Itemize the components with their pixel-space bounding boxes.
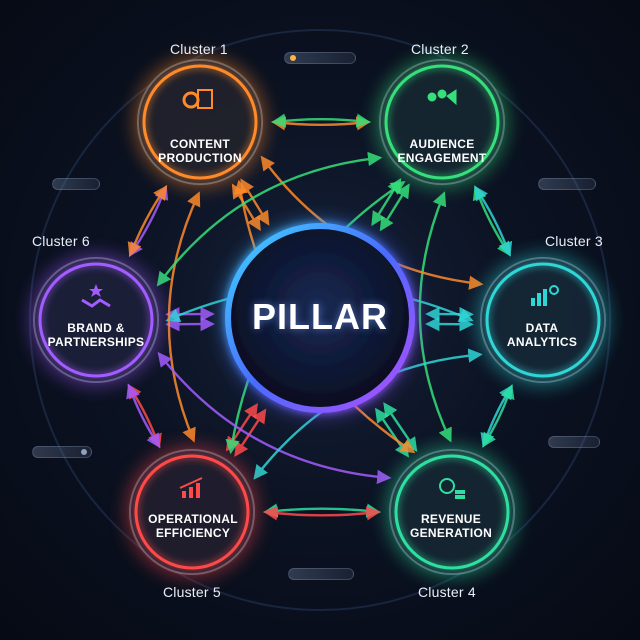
cluster-2-title-line1: AUDIENCE — [409, 137, 475, 151]
decorative-pill — [288, 568, 354, 580]
decorative-pill — [52, 178, 100, 190]
cluster-1-title: CONTENT PRODUCTION — [140, 137, 260, 165]
cluster-4-title-line2: GENERATION — [409, 526, 493, 540]
cluster-2-node — [374, 54, 510, 190]
cluster-5-title-line2: EFFICIENCY — [155, 526, 231, 540]
cluster-4-title: REVENUE GENERATION — [391, 512, 511, 540]
node-disc — [389, 449, 515, 575]
cluster-6-title: BRAND & PARTNERSHIPS — [36, 321, 156, 349]
cluster-1-label: Cluster 1 — [170, 41, 228, 57]
node-ring — [142, 64, 258, 180]
cluster-6-node — [28, 252, 164, 388]
cluster-3-label: Cluster 3 — [545, 233, 603, 249]
node-disc — [129, 449, 255, 575]
node-disc — [33, 257, 159, 383]
node-ring — [485, 262, 601, 378]
pillar-circle — [225, 223, 415, 413]
cluster-6-title-line2: PARTNERSHIPS — [47, 335, 145, 349]
bar-chart-lightbulb-icon — [531, 285, 559, 306]
node-ring — [384, 64, 500, 180]
cluster-3-title: DATA ANALYTICS — [482, 321, 602, 349]
node-ring — [38, 262, 154, 378]
neighbour-arrow — [126, 383, 161, 449]
cluster-4-node — [384, 444, 520, 580]
node-disc — [379, 59, 505, 185]
decorative-pill — [284, 52, 356, 64]
decorative-pill — [538, 178, 596, 190]
node-disc — [137, 59, 263, 185]
cluster-6-title-line1: BRAND & — [67, 321, 125, 335]
cluster-5-node — [124, 444, 260, 580]
cluster-4-label: Cluster 4 — [418, 584, 476, 600]
node-ring — [134, 454, 250, 570]
cluster-1-title-line2: PRODUCTION — [158, 151, 242, 165]
cluster-2-label: Cluster 2 — [411, 41, 469, 57]
cross-arrow — [156, 151, 383, 287]
cluster-1-node — [132, 54, 268, 190]
neighbour-arrow — [271, 116, 371, 131]
cluster-2-title-line2: ENGAGEMENT — [397, 151, 487, 165]
neighbour-arrow — [482, 384, 515, 448]
handshake-star-icon — [81, 284, 111, 308]
people-megaphone-icon — [427, 89, 457, 106]
cluster-5-label: Cluster 5 — [163, 584, 221, 600]
cluster-5-title: OPERATIONAL EFFICIENCY — [133, 512, 253, 540]
connector-arrows — [126, 113, 515, 521]
pillar-label: PILLAR — [252, 296, 388, 337]
neighbour-arrow — [263, 503, 381, 518]
neighbour-arrow — [263, 506, 381, 521]
decorative-pill — [32, 446, 92, 458]
cluster-3-node — [475, 252, 611, 388]
decorative-pill — [548, 436, 600, 448]
cluster-1-title-line1: CONTENT — [169, 137, 231, 151]
trending-bars-icon — [179, 477, 203, 498]
neighbour-arrow — [474, 185, 513, 257]
node-pillar-arrow — [379, 183, 410, 232]
cluster-3-title-line1: DATA — [525, 321, 559, 335]
cluster-2-title: AUDIENCE ENGAGEMENT — [382, 137, 502, 165]
node-ring — [394, 454, 510, 570]
dollar-coins-icon — [439, 478, 465, 499]
cluster-4-title-line1: REVENUE — [420, 512, 482, 526]
node-disc — [480, 257, 606, 383]
gear-document-icon — [182, 89, 213, 109]
cluster-6-label: Cluster 6 — [32, 233, 90, 249]
cross-arrow — [418, 191, 452, 443]
neighbour-arrow — [127, 185, 168, 258]
cluster-5-title-line1: OPERATIONAL — [148, 512, 238, 526]
neighbour-arrow — [271, 113, 371, 128]
node-pillar-arrow — [234, 408, 267, 458]
cluster-3-title-line2: ANALYTICS — [506, 335, 578, 349]
